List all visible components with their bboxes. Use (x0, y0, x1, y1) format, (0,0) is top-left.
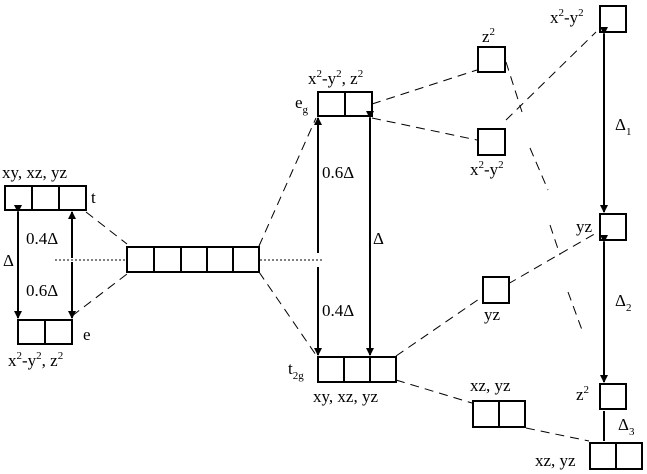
free-orbital-box-2 (153, 246, 182, 273)
right-z2-box (599, 383, 627, 410)
mid-yz-label: yz (484, 305, 501, 324)
free-orbital-box-3 (180, 246, 208, 273)
e-symbol: e (83, 325, 91, 344)
right-xzyz-boxes (589, 442, 643, 470)
dash-mid-2 (549, 224, 561, 256)
eg-orbital-box-1 (317, 91, 346, 117)
free-ion-d-orbitals (126, 246, 260, 273)
dash-mid-3 (567, 291, 583, 331)
t2g-level-boxes (317, 356, 397, 383)
mid-xzyz-box-1 (472, 400, 500, 428)
dash-t2g-to-yz (395, 296, 483, 357)
octa-delta-label: Δ (373, 229, 384, 248)
t-level-boxes (4, 185, 87, 211)
free-orbital-box-1 (126, 246, 155, 273)
right-yz-box (599, 213, 627, 241)
tetra-delta-label: Δ (3, 251, 14, 270)
dash-t-to-free (85, 211, 128, 245)
eg-level-boxes (317, 91, 373, 117)
mid-xzyz-boxes (472, 400, 526, 428)
t-orbital-box-2 (31, 185, 60, 211)
dash-z2-to-z2 (505, 61, 523, 113)
dash-eg-to-z2 (371, 69, 478, 105)
t2g-orbital-box-1 (317, 356, 345, 383)
dash-t2g-to-xzyz (395, 379, 473, 404)
t2g-orbital-box-3 (369, 356, 397, 383)
mid-z2-label: z2 (482, 26, 495, 46)
dash-yz-to-yz (507, 231, 599, 285)
right-x2y2-box (599, 5, 627, 33)
free-orbital-box-4 (206, 246, 234, 273)
octahedral-splitting: x2-y2, z2 eg t2g xy, xz, yz 0.6Δ 0.4Δ Δ (288, 68, 397, 406)
eg-symbol: eg (295, 93, 309, 116)
right-xzyz-label: xz, yz (535, 451, 576, 470)
dash-eg-to-x2y2 (371, 117, 478, 141)
correlation-lines (55, 31, 599, 442)
right-yz-label: yz (576, 217, 593, 236)
right-x2y2-label: x2-y2 (550, 7, 584, 27)
t2g-orbital-box-2 (343, 356, 371, 383)
mid-xzyz-box-2 (498, 400, 526, 428)
mid-xzyz-label: xz, yz (470, 376, 511, 395)
delta3-label: Δ3 (618, 415, 635, 438)
dash-free-to-eg (258, 117, 317, 247)
t-orbitals-label: xy, xz, yz (2, 163, 67, 182)
further-splitting: x2-y2 yz z2 xz, yz Δ1 Δ2 Δ3 (535, 5, 643, 470)
e-orbitals-label: x2-y2, z2 (8, 350, 63, 370)
dash-mid-1 (529, 147, 549, 191)
e-orbital-box-1 (17, 319, 46, 345)
tetra-gap-upper-label: 0.4Δ (26, 229, 58, 248)
mid-x2y2-label: x2-y2 (470, 159, 504, 179)
tetragonal-splitting: z2 x2-y2 yz xz, yz (470, 26, 526, 428)
octa-gap-lower-label: 0.4Δ (322, 301, 354, 320)
mid-x2y2-box (477, 128, 506, 156)
eg-orbital-box-2 (344, 91, 373, 117)
e-level-boxes (17, 319, 73, 345)
t2g-symbol: t2g (288, 359, 304, 382)
mid-z2-box (477, 46, 506, 73)
delta2-label: Δ2 (615, 291, 631, 314)
t-orbital-box-1 (4, 185, 33, 211)
free-orbital-box-5 (232, 246, 260, 273)
eg-orbitals-label: x2-y2, z2 (308, 68, 363, 88)
dash-xzyz-to-xzyz (525, 427, 590, 442)
e-orbital-box-2 (44, 319, 73, 345)
delta1-label: Δ1 (615, 115, 631, 138)
right-xzyz-box-1 (589, 442, 617, 470)
t-orbital-box-3 (58, 185, 87, 211)
tetra-gap-lower-label: 0.6Δ (26, 281, 58, 300)
octa-gap-upper-label: 0.6Δ (322, 163, 354, 182)
tetrahedral-splitting: xy, xz, yz t e x2-y2, z2 Δ 0.4Δ 0.6Δ (2, 163, 96, 370)
mid-yz-box (482, 276, 510, 304)
right-xzyz-box-2 (615, 442, 643, 470)
dash-e-to-free (71, 273, 128, 317)
t2g-orbitals-label: xy, xz, yz (313, 387, 378, 406)
t-symbol: t (91, 188, 96, 207)
dash-x2y2-to-x2y2 (505, 31, 597, 121)
right-z2-label: z2 (576, 384, 589, 404)
dash-free-to-t2g (258, 271, 317, 356)
